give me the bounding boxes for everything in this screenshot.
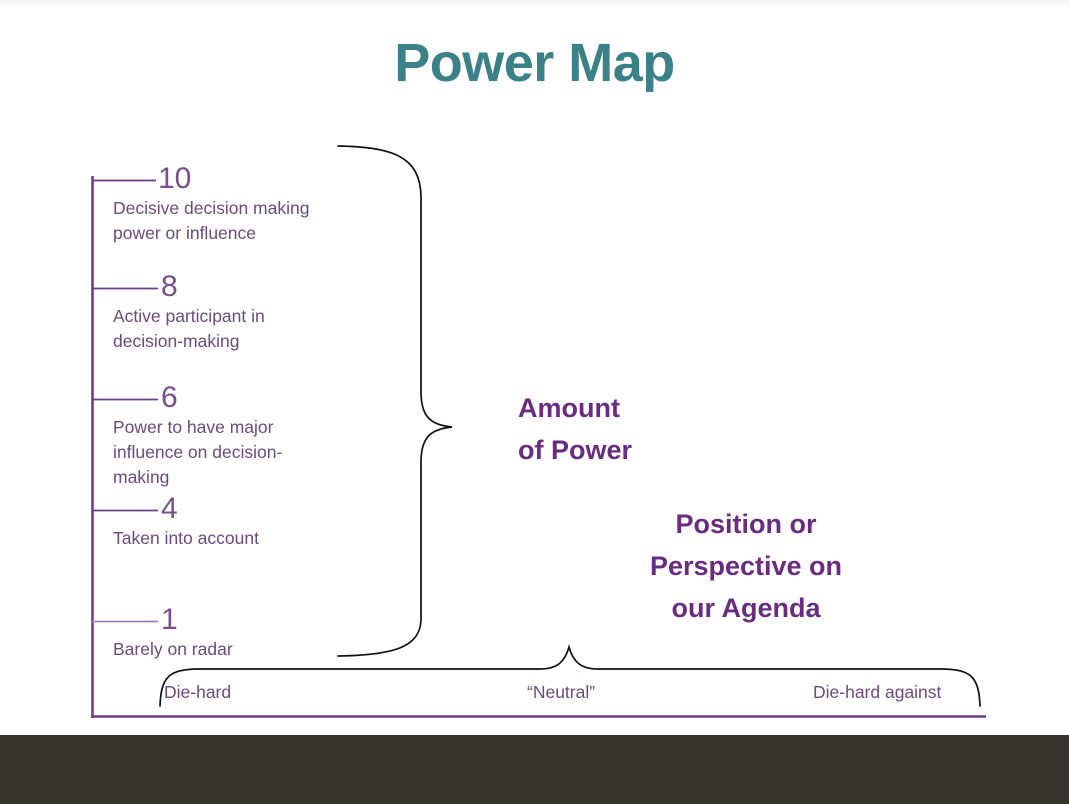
scale-value-4: 4: [161, 492, 178, 525]
scale-item-10: 10 Decisive decision making power or inf…: [113, 164, 313, 246]
scale-item-6: 6 Power to have major influence on decis…: [113, 383, 323, 490]
scale-item-1: 1 Barely on radar: [113, 605, 323, 662]
vertical-brace: [337, 145, 453, 657]
axis-label-die-hard-against: Die-hard against: [813, 682, 942, 702]
scale-value-8: 8: [161, 270, 178, 303]
scale-description-10: Decisive decision making power or influe…: [113, 198, 310, 244]
axis-label-die-hard: Die-hard: [164, 682, 232, 702]
position-perspective-callout: Position or Perspective on our Agenda: [618, 504, 874, 630]
scale-value-10: 10: [158, 162, 192, 195]
axis-label-neutral: “Neutral”: [527, 682, 596, 702]
horizontal-brace: [159, 643, 981, 707]
scale-item-8: 8 Active participant in decision-making: [113, 272, 323, 354]
scale-description-6: Power to have major influence on decisio…: [113, 417, 283, 488]
amount-of-power-callout: Amount of Power: [518, 388, 632, 472]
page-title: Power Map: [394, 33, 675, 93]
top-edge-band: [0, 0, 1069, 6]
scale-description-8: Active participant in decision-making: [113, 306, 265, 352]
position-perspective-line1: Position or: [675, 509, 817, 539]
scale-item-4: 4 Taken into account: [113, 494, 323, 551]
scale-description-4: Taken into account: [113, 528, 259, 548]
footer-bar: re: POWER 18: [0, 735, 1069, 804]
position-perspective-line2: Perspective on: [649, 550, 843, 581]
amount-of-power-line1: Amount: [518, 393, 620, 423]
scale-value-1: 1: [161, 603, 178, 636]
scale-value-6: 6: [161, 381, 178, 414]
amount-of-power-line2: of Power: [518, 434, 633, 465]
position-perspective-line3: our Agenda: [671, 592, 821, 623]
scale-description-1: Barely on radar: [113, 639, 233, 659]
